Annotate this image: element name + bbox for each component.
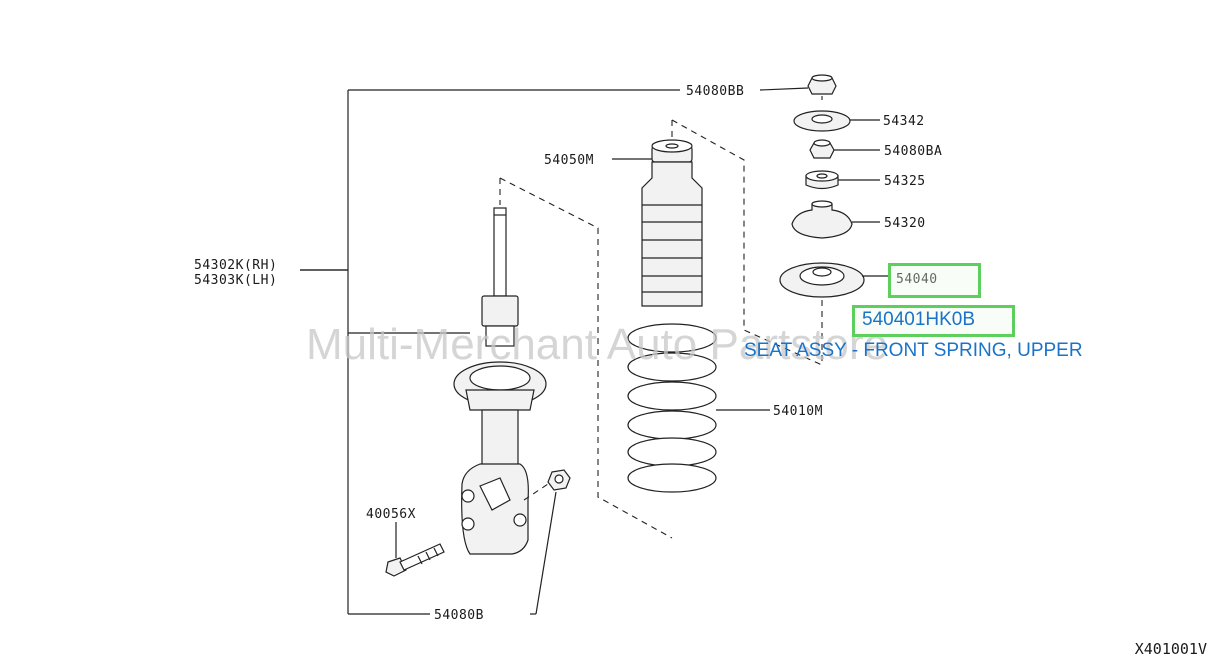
label-54325[interactable]: 54325	[884, 174, 926, 189]
diagram-reference-code: X401001V	[1134, 640, 1207, 658]
top-nut-part[interactable]	[807, 74, 837, 95]
washer-part[interactable]	[793, 110, 851, 132]
mid-nut-part[interactable]	[809, 139, 835, 159]
coil-spring-part[interactable]	[627, 323, 717, 493]
label-54010M[interactable]: 54010M	[773, 404, 823, 419]
label-54320[interactable]: 54320	[884, 216, 926, 231]
leader-54080B	[523, 483, 557, 615]
label-54302K-rh[interactable]: 54302K(RH)	[194, 258, 277, 273]
strut-bracket	[300, 89, 680, 615]
bound-bumper-part[interactable]	[641, 139, 703, 307]
label-54040[interactable]: 54040	[896, 272, 938, 287]
bushing-part[interactable]	[805, 170, 839, 190]
label-54080BB[interactable]: 54080BB	[686, 84, 744, 99]
label-54080B[interactable]: 54080B	[434, 608, 484, 623]
strut-mount-part[interactable]	[791, 200, 853, 239]
part-number-highlight-box	[852, 305, 1015, 337]
strut-assembly-part[interactable]	[453, 207, 547, 555]
bottom-nut-part[interactable]	[547, 469, 571, 491]
upper-spring-seat-part[interactable]	[779, 262, 865, 298]
label-54050M[interactable]: 54050M	[544, 153, 594, 168]
part-description: SEAT ASSY - FRONT SPRING, UPPER	[744, 340, 1083, 361]
label-40056X[interactable]: 40056X	[366, 507, 416, 522]
callout-highlight-box	[888, 263, 981, 298]
leader-54080BB	[759, 87, 809, 91]
label-54303K-lh[interactable]: 54303K(LH)	[194, 273, 277, 288]
label-54342[interactable]: 54342	[883, 114, 925, 129]
part-number-link[interactable]: 540401HK0B	[862, 309, 976, 330]
label-54080BA[interactable]: 54080BA	[884, 144, 942, 159]
bolt-part[interactable]	[385, 543, 445, 577]
